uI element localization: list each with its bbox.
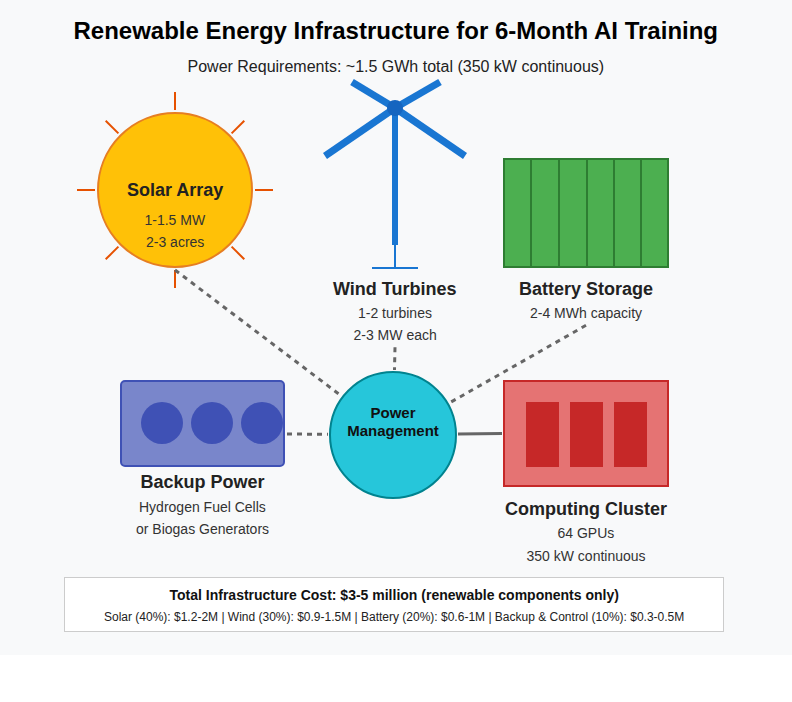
battery-cell-divider [586, 160, 588, 266]
generator-unit [241, 402, 283, 444]
sun-ray [255, 189, 273, 191]
battery-cell-divider [530, 160, 532, 266]
battery-cell-divider [613, 160, 615, 266]
solar-array-circle: Solar Array 1-1.5 MW 2-3 acres [97, 112, 253, 268]
turbine-tower-base [394, 245, 396, 268]
node-detail: 64 GPUs [558, 525, 615, 542]
generator-unit [191, 402, 233, 444]
wind-turbine [325, 82, 465, 268]
backup-power-box: Backup PowerHydrogen Fuel Cellsor Biogas… [120, 380, 285, 467]
node-heading: Backup Power [141, 472, 265, 494]
node-detail: 2-4 MWh capacity [530, 305, 642, 322]
turbine-blade [325, 108, 395, 156]
sun-rays [77, 92, 273, 288]
cost-total: Total Infrastructure Cost: $3-5 million … [170, 587, 619, 604]
node-detail: 2-3 acres [146, 234, 204, 251]
node-detail: or Biogas Generators [136, 521, 269, 538]
node-detail: 2-3 MW each [354, 327, 437, 344]
sun-ray [77, 189, 95, 191]
generator-unit [141, 402, 183, 444]
turbine-tower [392, 112, 398, 245]
gpu-rack [570, 402, 603, 467]
node-detail: 1-2 turbines [358, 305, 432, 322]
sun-ray [232, 121, 245, 134]
box-decoration [122, 382, 283, 465]
node-detail: 350 kW continuous [527, 548, 646, 565]
sun-ray [174, 270, 176, 288]
node-heading: Battery Storage [519, 279, 653, 301]
subtitle: Power Requirements: ~1.5 GWh total (350 … [188, 57, 605, 76]
power-management-circle: Power Management [329, 371, 457, 499]
node-detail: 1-1.5 MW [145, 212, 206, 229]
dashed-connector [175, 270, 341, 396]
cost-breakdown: Solar (40%): $1.2-2M | Wind (30%): $0.9-… [104, 610, 684, 624]
circle-shape [98, 113, 252, 267]
node-heading: Computing Cluster [505, 499, 667, 521]
dashed-connector [393, 347, 397, 370]
box-decoration [505, 382, 667, 485]
gpu-rack [526, 402, 559, 467]
battery-cell-divider [558, 160, 560, 266]
sun-ray [106, 247, 119, 260]
dashed-connector [287, 432, 328, 435]
battery-box: Battery Storage2-4 MWh capacity [503, 158, 669, 268]
turbine-blade [395, 108, 465, 156]
turbine-ground [372, 267, 418, 269]
node-heading: Wind Turbines [333, 279, 457, 301]
cost-summary-box: Total Infrastructure Cost: $3-5 million … [64, 577, 724, 632]
diagram-title: Renewable Energy Infrastructure for 6-Mo… [74, 17, 719, 46]
sun-ray [232, 247, 245, 260]
sun-ray [106, 121, 119, 134]
sun-ray [174, 92, 176, 110]
turbine-hub [387, 100, 403, 116]
node-heading: Solar Array [127, 180, 223, 202]
computing-cluster-box: Computing Cluster64 GPUs350 kW continuou… [503, 380, 669, 487]
circle-shape [330, 372, 456, 498]
battery-cell-divider [640, 160, 642, 266]
solid-connector [458, 432, 502, 436]
background-panel [0, 0, 792, 655]
gpu-rack [614, 402, 647, 467]
node-heading: Power Management [343, 404, 443, 440]
box-decoration [505, 160, 667, 266]
wind-turbine-area: Wind Turbines1-2 turbines2-3 MW each [320, 80, 470, 270]
node-detail: Hydrogen Fuel Cells [139, 499, 266, 516]
